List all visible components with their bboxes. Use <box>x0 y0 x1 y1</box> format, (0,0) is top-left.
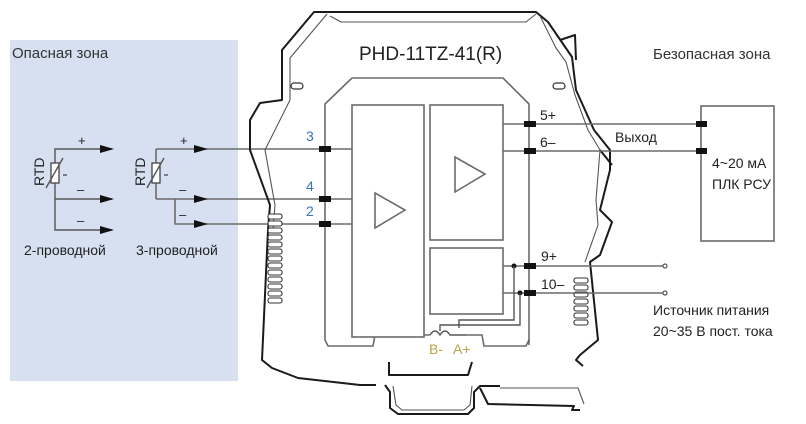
rtd-label: RTD <box>132 157 148 186</box>
terminal-label-3: 3 <box>306 128 314 144</box>
sign-plus: + <box>78 133 86 148</box>
terminal-label-2: 2 <box>306 203 314 219</box>
sensor-3wire: + – – RTD 3-проводной <box>132 133 324 258</box>
sensor-caption: 2-проводной <box>24 242 106 258</box>
arrow-icon <box>194 145 208 153</box>
amplifier-icon <box>374 191 407 230</box>
module-housing <box>249 11 613 415</box>
load-line2: ПЛК РСУ <box>712 176 771 192</box>
inner-module-outline <box>352 77 530 347</box>
sign-minus: – <box>77 182 85 197</box>
load-plc-box <box>700 105 775 242</box>
rtd-slash-icon <box>45 157 64 189</box>
arrow-icon <box>100 195 114 203</box>
terminal-label-6: 6– <box>540 134 556 150</box>
power-line2: 20~35 В пост. тока <box>653 323 773 339</box>
terminal-9 <box>524 263 536 269</box>
terminal-2 <box>319 221 331 227</box>
terminal-6 <box>524 148 536 154</box>
load-line1: 4~20 мА <box>712 155 767 171</box>
power-supply-block <box>429 247 504 315</box>
hazardous-zone-area <box>10 40 238 381</box>
device-title: PHD-11TZ-41(R) <box>359 44 502 65</box>
arrow-icon <box>100 145 114 153</box>
terminal-3 <box>319 146 331 152</box>
safe-zone-label: Безопасная зона <box>653 46 771 63</box>
vent-fins-left <box>267 213 283 304</box>
power-terminal-open <box>662 263 668 269</box>
arrow-icon <box>194 220 208 228</box>
hazardous-zone-label: Опасная зона <box>12 45 109 62</box>
terminal-5 <box>524 121 536 127</box>
sensor-2wire: + – – RTD 2-проводной <box>24 133 114 258</box>
arrow-icon <box>100 226 114 234</box>
sign-minus: – <box>179 182 187 197</box>
power-terminal-open <box>662 290 668 296</box>
output-label: Выход <box>615 129 657 145</box>
rtd-label: RTD <box>31 157 47 186</box>
latch-icon <box>552 82 566 90</box>
load-terminal <box>696 121 707 127</box>
terminal-10 <box>524 290 536 296</box>
amplifier-icon <box>454 155 487 194</box>
sign-minus: – <box>77 213 85 228</box>
arrow-icon <box>194 195 208 203</box>
sign-plus: + <box>180 133 188 148</box>
terminal-label-a-plus: A+ <box>453 341 471 357</box>
terminal-label-10: 10– <box>541 276 565 292</box>
latch-icon <box>290 82 304 90</box>
sensor-caption: 3-проводной <box>136 242 218 258</box>
vent-fins-right <box>573 277 589 326</box>
terminal-label-5: 5+ <box>540 107 556 123</box>
terminal-4 <box>319 196 331 202</box>
sign-minus: – <box>179 207 187 222</box>
power-line1: Источник питания <box>653 302 769 318</box>
terminal-label-4: 4 <box>306 178 314 194</box>
terminal-label-b-minus: B- <box>429 341 443 357</box>
terminal-label-9: 9+ <box>541 248 557 264</box>
rtd-slash-icon <box>146 157 165 189</box>
load-terminal <box>696 148 707 154</box>
